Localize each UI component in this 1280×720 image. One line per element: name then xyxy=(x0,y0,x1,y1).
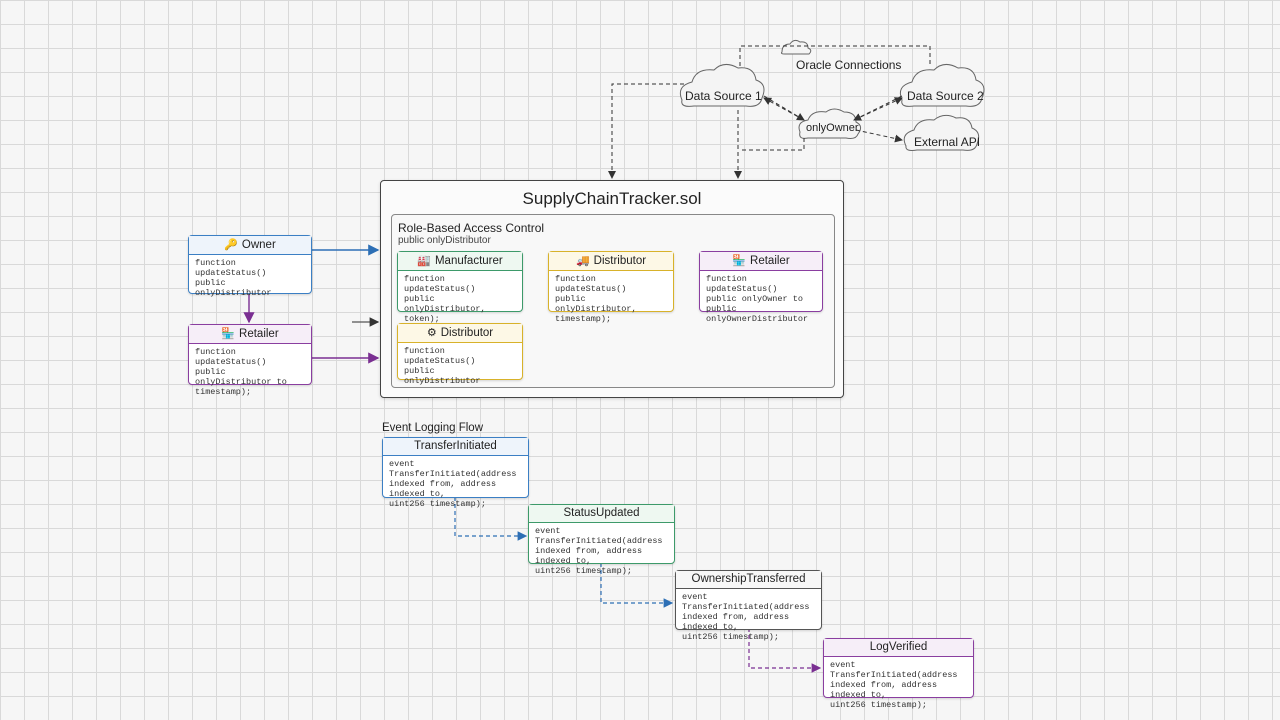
retailer-label: Retailer xyxy=(239,328,279,340)
owner-card[interactable]: 🔑Owner function updateStatus() public on… xyxy=(188,235,312,298)
distributor-bottom-header: ⚙Distributor xyxy=(398,324,522,343)
external-api-label: External API xyxy=(914,135,981,149)
event-ownership-transferred[interactable]: OwnershipTransferred event TransferIniti… xyxy=(675,570,822,642)
retailer-card[interactable]: 🏪Retailer function updateStatus() public… xyxy=(188,324,312,397)
rbac-subtitle: public onlyDistributor xyxy=(398,235,491,246)
manufacturer-header: 🏭Manufacturer xyxy=(398,252,522,271)
event-code: event TransferInitiated(address indexed … xyxy=(535,526,663,576)
event-code: event TransferInitiated(address indexed … xyxy=(830,660,958,710)
manufacturer-card[interactable]: 🏭Manufacturer function updateStatus() pu… xyxy=(397,251,523,324)
externalapi-cloud xyxy=(903,114,980,151)
retailer-inner-label: Retailer xyxy=(750,255,790,267)
distributor-bottom-label: Distributor xyxy=(440,327,494,339)
only-owner-label: onlyOwner xyxy=(806,122,859,134)
distributor-card[interactable]: 🚚Distributor function updateStatus() pub… xyxy=(548,251,674,324)
source1-cloud xyxy=(679,64,765,107)
small-cloud xyxy=(780,39,812,55)
oracle-title: Oracle Connections xyxy=(796,58,902,72)
event-status-updated[interactable]: StatusUpdated event TransferInitiated(ad… xyxy=(528,504,675,576)
retailer-inner-header: 🏪Retailer xyxy=(700,252,822,271)
retailer-inner-card[interactable]: 🏪Retailer function updateStatus() public… xyxy=(699,251,823,324)
rbac-title: Role-Based Access Control xyxy=(398,221,545,235)
retailer-code: function updateStatus() public onlyDistr… xyxy=(195,347,287,397)
store-icon: 🏪 xyxy=(221,328,236,340)
event-header: LogVerified xyxy=(824,639,973,657)
event-header: StatusUpdated xyxy=(529,505,674,523)
event-header: OwnershipTransferred xyxy=(676,571,821,589)
manufacturer-label: Manufacturer xyxy=(434,255,503,267)
owner-label: Owner xyxy=(241,239,276,251)
data-source-2-label: Data Source 2 xyxy=(907,89,984,103)
distributor-bottom-card[interactable]: ⚙Distributor function updateStatus() pub… xyxy=(397,323,523,386)
owner-header: 🔑Owner xyxy=(189,236,311,255)
cloud-shapes xyxy=(679,39,985,151)
retailer-inner-code: function updateStatus() public onlyOwner… xyxy=(706,274,809,324)
distributor-header: 🚚Distributor xyxy=(549,252,673,271)
data-source-1-label: Data Source 1 xyxy=(685,89,762,103)
source2-cloud xyxy=(899,64,985,107)
manufacturer-code: function updateStatus() public onlyDistr… xyxy=(404,274,486,324)
truck-icon: 🚚 xyxy=(575,255,590,267)
retailer-header: 🏪Retailer xyxy=(189,325,311,344)
distributor-bottom-code: function updateStatus() public onlyDistr… xyxy=(404,346,481,386)
event-code: event TransferInitiated(address indexed … xyxy=(682,592,810,642)
distributor-label: Distributor xyxy=(593,255,647,267)
distributor-code: function updateStatus() public onlyDistr… xyxy=(555,274,637,324)
key-icon: 🔑 xyxy=(224,239,238,251)
store-icon: 🏪 xyxy=(732,255,747,267)
event-code: event TransferInitiated(address indexed … xyxy=(389,459,517,509)
event-transfer-initiated[interactable]: TransferInitiated event TransferInitiate… xyxy=(382,437,529,509)
event-header: TransferInitiated xyxy=(383,438,528,456)
event-log-verified[interactable]: LogVerified event TransferInitiated(addr… xyxy=(823,638,974,710)
owner-code: function updateStatus() public onlyDistr… xyxy=(195,258,272,298)
event-flow-title: Event Logging Flow xyxy=(382,422,484,434)
factory-icon: 🏭 xyxy=(417,255,431,267)
gear-icon: ⚙ xyxy=(426,327,437,339)
contract-title: SupplyChainTracker.sol xyxy=(522,189,702,208)
